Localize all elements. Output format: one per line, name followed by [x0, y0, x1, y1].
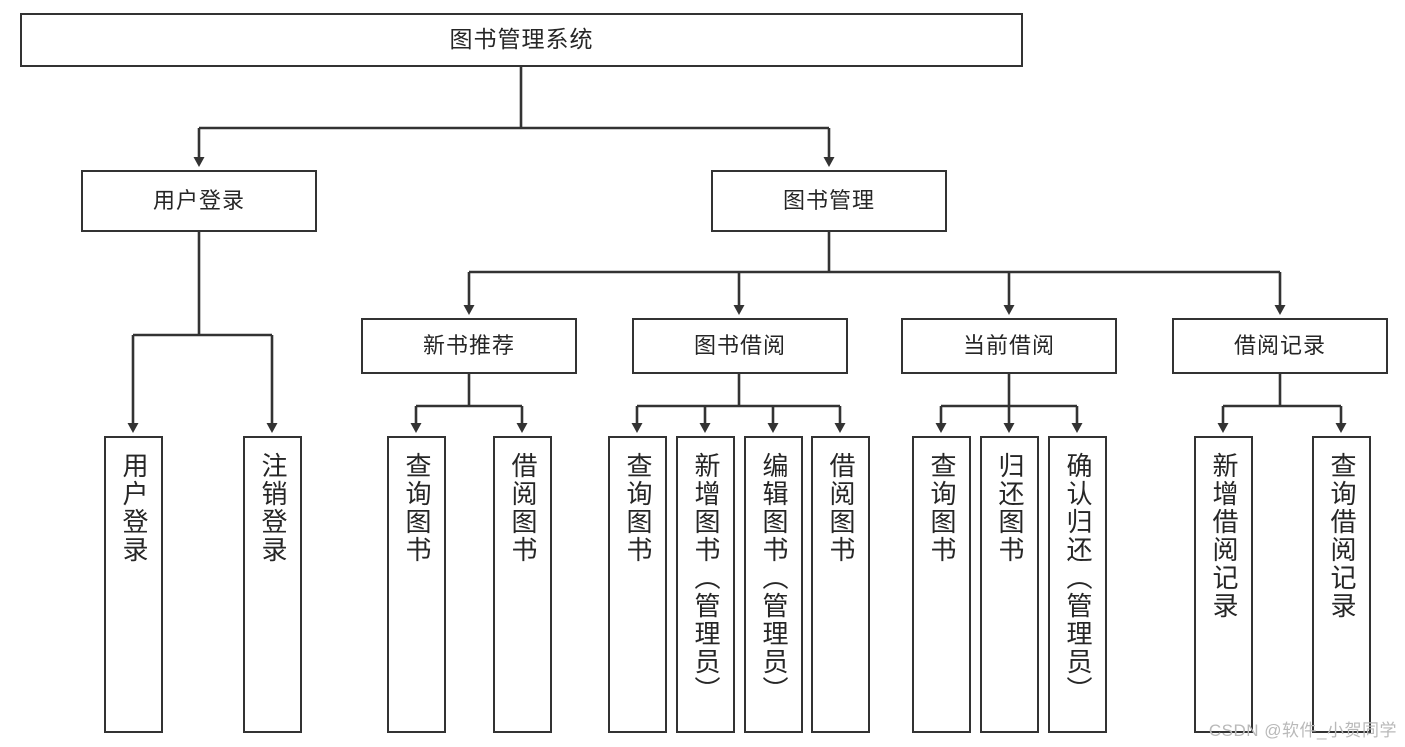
node-leaf-add-book[interactable]: 新增图书（管理员）: [676, 436, 735, 733]
node-leaf-return-book[interactable]: 归还图书: [980, 436, 1039, 733]
node-leaf-borrow-book-1-label: 借阅图书: [508, 452, 539, 564]
node-leaf-logout[interactable]: 注销登录: [243, 436, 302, 733]
node-leaf-query-record[interactable]: 查询借阅记录: [1312, 436, 1371, 733]
node-new-book-recommend[interactable]: 新书推荐: [361, 318, 577, 374]
node-leaf-borrow-book-2[interactable]: 借阅图书: [811, 436, 870, 733]
node-leaf-return-book-label: 归还图书: [995, 452, 1026, 564]
node-book-manage-label: 图书管理: [782, 188, 875, 214]
node-leaf-edit-book[interactable]: 编辑图书（管理员）: [744, 436, 803, 733]
node-borrow-record-label: 借阅记录: [1233, 333, 1326, 359]
node-leaf-query-book-2-label: 查询图书: [623, 452, 654, 564]
node-leaf-borrow-book-1[interactable]: 借阅图书: [493, 436, 552, 733]
node-leaf-query-book-1[interactable]: 查询图书: [387, 436, 446, 733]
node-leaf-add-book-label: 新增图书（管理员）: [691, 452, 722, 704]
node-leaf-user-login-label: 用户登录: [119, 452, 150, 564]
node-borrow-record[interactable]: 借阅记录: [1172, 318, 1388, 374]
node-current-borrow-label: 当前借阅: [962, 333, 1055, 359]
node-leaf-user-login[interactable]: 用户登录: [104, 436, 163, 733]
node-leaf-borrow-book-2-label: 借阅图书: [826, 452, 857, 564]
node-leaf-confirm-return[interactable]: 确认归还（管理员）: [1048, 436, 1107, 733]
node-leaf-query-record-label: 查询借阅记录: [1327, 452, 1358, 620]
csdn-watermark: CSDN @软件_小贺同学: [1208, 721, 1397, 740]
node-book-borrow[interactable]: 图书借阅: [632, 318, 848, 374]
node-leaf-query-book-1-label: 查询图书: [402, 452, 433, 564]
node-root-system[interactable]: 图书管理系统: [20, 13, 1023, 67]
node-root-system-label: 图书管理系统: [449, 26, 594, 53]
node-current-borrow[interactable]: 当前借阅: [901, 318, 1117, 374]
node-book-manage[interactable]: 图书管理: [711, 170, 947, 232]
node-user-login[interactable]: 用户登录: [81, 170, 317, 232]
node-leaf-edit-book-label: 编辑图书（管理员）: [759, 452, 790, 704]
node-leaf-add-record[interactable]: 新增借阅记录: [1194, 436, 1253, 733]
node-leaf-add-record-label: 新增借阅记录: [1209, 452, 1240, 620]
node-leaf-query-book-3-label: 查询图书: [927, 452, 958, 564]
node-new-book-recommend-label: 新书推荐: [422, 333, 515, 359]
node-leaf-confirm-return-label: 确认归还（管理员）: [1063, 452, 1094, 704]
node-user-login-label: 用户登录: [152, 188, 245, 214]
node-leaf-query-book-2[interactable]: 查询图书: [608, 436, 667, 733]
node-leaf-logout-label: 注销登录: [258, 452, 289, 564]
node-book-borrow-label: 图书借阅: [693, 333, 786, 359]
node-leaf-query-book-3[interactable]: 查询图书: [912, 436, 971, 733]
